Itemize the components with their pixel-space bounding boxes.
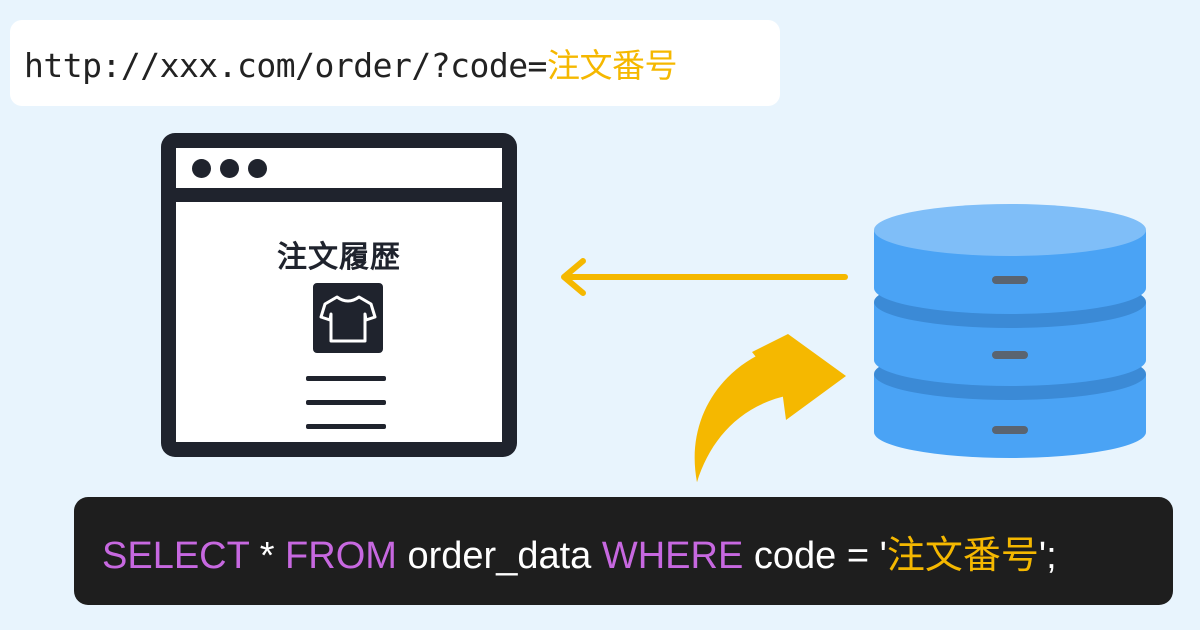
page-title: 注文履歴	[277, 240, 401, 275]
database-icon	[874, 204, 1146, 458]
list-line	[306, 424, 386, 429]
sql-query-box: SELECT * FROM order_data WHERE code = '注…	[74, 497, 1173, 605]
url-text: http://xxx.com/order/?code=注文番号	[24, 39, 677, 87]
url-param: 注文番号	[546, 46, 678, 85]
sql-end: ';	[1038, 534, 1057, 577]
sql-keyword-where: WHERE	[601, 534, 744, 577]
sql-star: *	[249, 534, 286, 577]
window-dot-icon	[248, 159, 267, 178]
browser-window: 注文履歴	[161, 133, 517, 457]
window-dot-icon	[192, 159, 211, 178]
sql-condition: code = '	[743, 534, 887, 577]
window-dot-icon	[220, 159, 239, 178]
sql-value: 注文番号	[886, 534, 1039, 577]
list-line	[306, 376, 386, 381]
sql-keyword-select: SELECT	[102, 534, 250, 577]
arrow-left-icon	[561, 258, 848, 296]
sql-query: SELECT * FROM order_data WHERE code = '注…	[102, 524, 1057, 579]
sql-table: order_data	[396, 534, 602, 577]
browser-titlebar	[176, 148, 502, 202]
url-prefix: http://xxx.com/order/?code=	[24, 46, 547, 85]
t-shirt-icon	[313, 283, 383, 353]
sql-keyword-from: FROM	[285, 534, 397, 577]
curved-arrow-icon	[694, 334, 846, 482]
list-line	[306, 400, 386, 405]
url-bar[interactable]: http://xxx.com/order/?code=注文番号	[10, 20, 780, 106]
